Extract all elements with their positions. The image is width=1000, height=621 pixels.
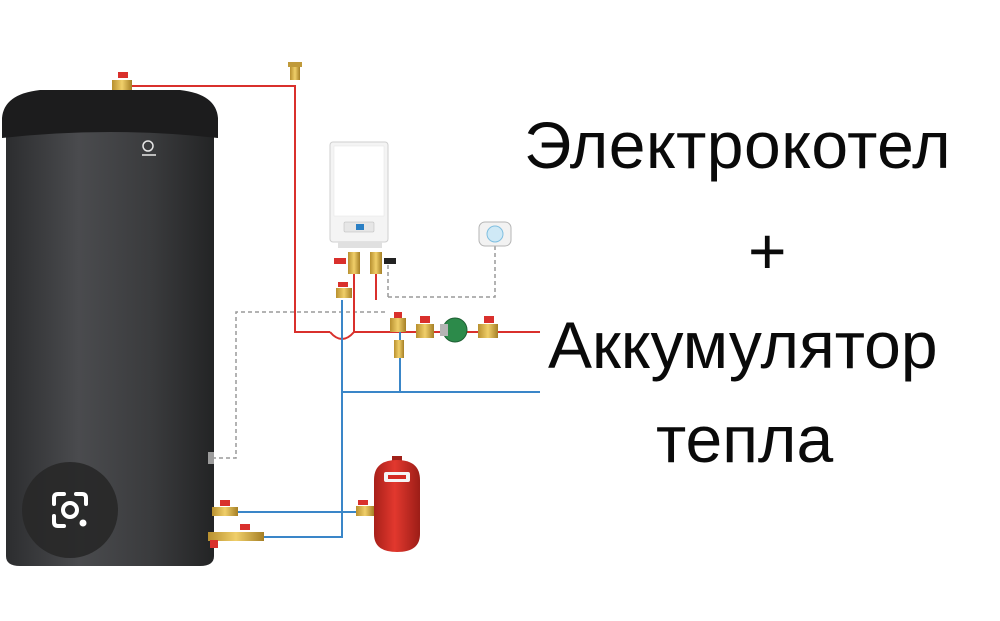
caption-line-2: +: [748, 214, 787, 288]
expansion-vessel: [356, 456, 420, 552]
boiler-valves: [334, 252, 396, 298]
tank-logo-icon: [142, 140, 154, 152]
caption-line-3: Аккумулятор: [548, 308, 938, 382]
electric-boiler: [329, 141, 389, 248]
room-thermostat: [478, 221, 512, 247]
caption-line-1: Электрокотел: [524, 108, 952, 182]
google-lens-button[interactable]: [22, 462, 118, 558]
control-wiring: [212, 245, 496, 459]
tank-top-valve: [112, 72, 132, 90]
tank-lower-valves: [208, 500, 264, 548]
google-lens-icon: [52, 492, 88, 528]
pump-group: [390, 312, 498, 358]
storage-tank: [2, 90, 218, 566]
caption-line-4: тепла: [656, 402, 834, 476]
air-vent: [288, 62, 302, 80]
